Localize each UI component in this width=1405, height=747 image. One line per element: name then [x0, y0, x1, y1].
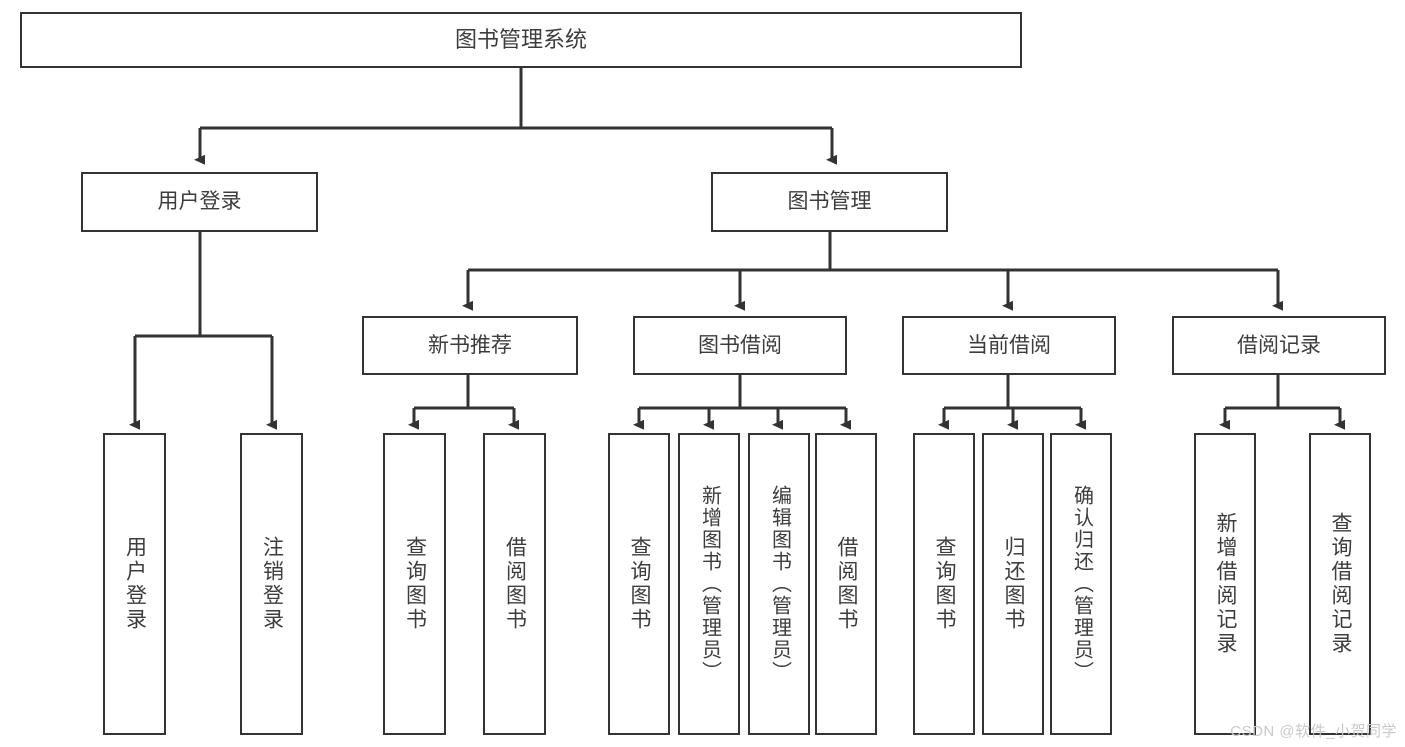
node-borrow-record[interactable]: 借阅记录	[1172, 316, 1386, 375]
leaf-borrow-book-4[interactable]: 借阅图书	[815, 433, 877, 735]
leaf-label: 查询图书	[933, 536, 957, 632]
leaf-label: 新增借阅记录	[1214, 512, 1238, 656]
leaf-current-borrow-1[interactable]: 查询图书	[913, 433, 975, 735]
leaf-new-book-1[interactable]: 查询图书	[383, 433, 446, 735]
leaf-user-login-1[interactable]: 用户登录	[103, 433, 166, 735]
node-current-borrow[interactable]: 当前借阅	[902, 316, 1116, 375]
leaf-label: 查询图书	[403, 536, 427, 632]
leaf-new-book-2[interactable]: 借阅图书	[483, 433, 546, 735]
leaf-borrow-book-2[interactable]: 新增图书（管理员）	[678, 433, 740, 735]
leaf-user-login-2[interactable]: 注销登录	[240, 433, 303, 735]
node-borrow-record-label: 借阅记录	[1237, 333, 1321, 357]
leaf-label: 确认归还（管理员）	[1070, 485, 1093, 683]
node-book-manage[interactable]: 图书管理	[711, 172, 948, 232]
node-root-label: 图书管理系统	[454, 26, 587, 52]
leaf-label: 查询图书	[628, 536, 652, 632]
node-new-book-label: 新书推荐	[428, 333, 512, 357]
node-user-login-label: 用户登录	[157, 190, 242, 214]
leaf-label: 编辑图书（管理员）	[768, 485, 791, 683]
leaf-current-borrow-2[interactable]: 归还图书	[982, 433, 1044, 735]
node-user-login[interactable]: 用户登录	[81, 172, 318, 232]
leaf-borrow-record-2[interactable]: 查询借阅记录	[1309, 433, 1371, 735]
watermark: CSDN @软件_小贺同学	[1230, 723, 1397, 740]
node-borrow-book-label: 图书借阅	[698, 333, 782, 357]
leaf-label: 新增图书（管理员）	[698, 485, 721, 683]
node-new-book[interactable]: 新书推荐	[362, 316, 578, 375]
leaf-label: 借阅图书	[503, 536, 527, 632]
leaf-borrow-book-3[interactable]: 编辑图书（管理员）	[748, 433, 810, 735]
leaf-label: 注销登录	[260, 536, 284, 632]
leaf-label: 借阅图书	[835, 536, 859, 632]
leaf-label: 归还图书	[1002, 536, 1026, 632]
leaf-current-borrow-3[interactable]: 确认归还（管理员）	[1050, 433, 1112, 735]
leaf-label: 查询借阅记录	[1329, 512, 1353, 656]
leaf-borrow-record-1[interactable]: 新增借阅记录	[1194, 433, 1256, 735]
node-current-borrow-label: 当前借阅	[967, 333, 1051, 357]
node-book-manage-label: 图书管理	[787, 190, 872, 214]
leaf-label: 用户登录	[123, 536, 147, 632]
node-borrow-book[interactable]: 图书借阅	[633, 316, 847, 375]
leaf-borrow-book-1[interactable]: 查询图书	[608, 433, 670, 735]
node-root[interactable]: 图书管理系统	[20, 12, 1022, 68]
